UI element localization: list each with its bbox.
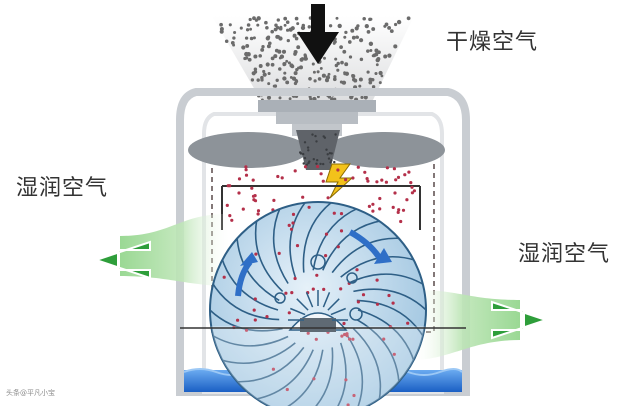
moist-air-chamber <box>221 164 421 230</box>
left-arrow-icon <box>92 214 232 286</box>
down-arrow-icon <box>297 4 339 64</box>
moisture-particles <box>225 164 416 224</box>
humidifying-drum <box>209 201 427 406</box>
right-arrow-icon <box>412 290 550 360</box>
humid-air-label-left: 湿润空气 <box>16 176 109 201</box>
dry-air-label: 干燥空气 <box>446 30 539 55</box>
humid-air-label-right: 湿润空气 <box>518 242 611 267</box>
watermark: 头条@平凡小宝 <box>6 389 55 397</box>
lightning-icon <box>325 163 354 199</box>
rotation-arrow-right <box>348 229 392 264</box>
fan-icon <box>188 130 445 170</box>
rotation-arrow-left <box>235 252 258 297</box>
